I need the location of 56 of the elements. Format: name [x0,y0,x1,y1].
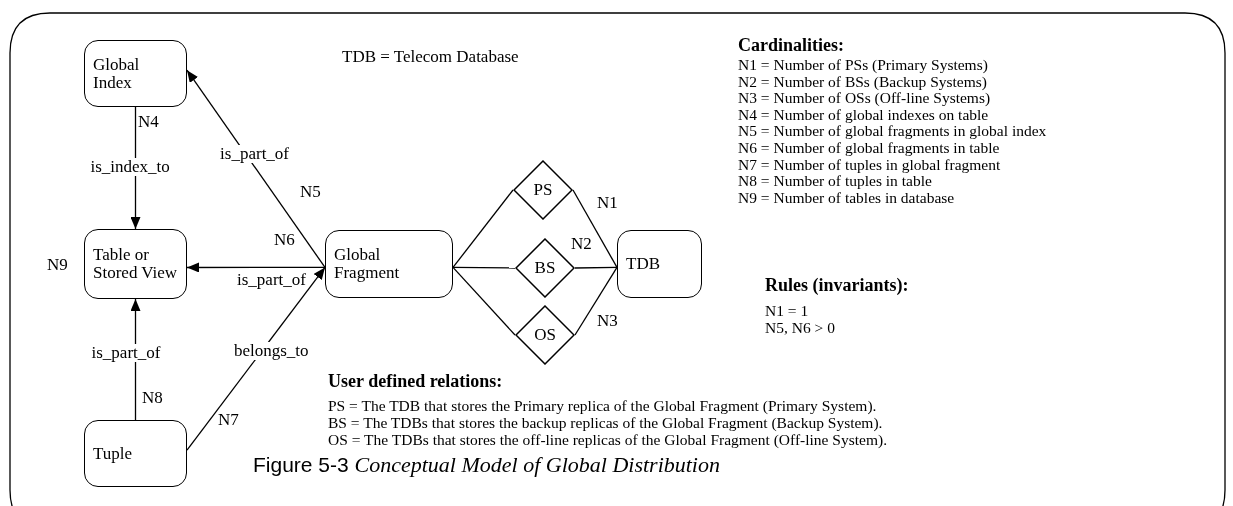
relationship-name: OS [533,326,557,344]
definition-text: N6 = Number of global fragments in table [738,140,1000,157]
definition-text: N7 = Number of tuples in global fragment [738,156,1001,174]
connector-line [452,189,514,269]
cardinality-label: N1 [597,194,618,212]
cardinality-label: N9 [47,256,68,274]
entity-box [84,420,187,487]
cardinality-label: N6 [274,231,295,249]
connector-line [574,266,618,336]
edge-label: is_part_of [90,344,162,363]
definition-text: N3 = Number of OSs (Off-line Systems) [738,90,991,107]
definition-text: N1 = Number of PSs (Primary Systems) [738,57,988,74]
relationship-diamond [513,160,573,220]
connector-line [452,266,516,269]
definition-text: BS = The TDBs that stores the backup replicas of the Global Fragment (Backup System). [328,415,883,432]
entity-name: Global Fragment [334,246,401,282]
definition-text: N2 = Number of BSs (Backup Systems) [738,73,987,91]
entity-name: Table or Stored View [93,246,179,282]
arrow [186,262,326,273]
definition-text: N5 = Number of global fragments in global index [738,123,1047,140]
section-heading: Cardinalities: [738,36,844,54]
definition-text: N9 = Number of tables in database [738,189,955,207]
relationship-name: BS [533,259,557,277]
cardinality-label: N3 [597,312,618,330]
entity-box [325,230,453,298]
arrow [186,69,326,269]
edge-label: belongs_to [232,341,310,360]
entity-box [84,40,187,107]
rule-text: N1 = 1 [765,303,809,320]
connector-line [574,266,618,269]
cardinality-label: N8 [142,389,163,407]
rule-text: N5, N6 > 0 [765,320,835,337]
figure-caption: Figure 5-3 Conceptual Model of Global Distribution [253,453,720,477]
definition-text: N8 = Number of tuples in table [738,173,932,190]
arrow [186,266,326,451]
definition-text: TDB = Telecom Database [342,48,519,66]
edge-label: is_index_to [89,158,171,176]
definition-text: OS = The TDBs that stores the off-line replicas of the Global Fragment (Off-line System). [328,432,888,449]
definition-text: PS = The TDB that stores the Primary replica of the Global Fragment (Primary System). [328,398,877,415]
connector-line [572,189,618,269]
relationship-diamond [515,305,575,365]
section-heading: Rules (invariants): [765,276,909,294]
entity-name: Tuple [93,444,134,463]
connector-line [452,266,516,336]
edge-label: is_part_of [219,144,291,163]
cardinality-label: N5 [300,183,321,201]
entity-name: Global Index [93,55,141,92]
section-heading: User defined relations: [328,372,503,390]
cardinality-label: N2 [571,235,592,253]
cardinality-label: N7 [218,411,239,429]
relationship-name: PS [532,181,554,199]
cardinality-label: N4 [138,113,159,131]
definition-text: N4 = Number of global indexes on table [738,106,989,124]
edge-label: is_part_of [236,271,307,290]
entity-box [617,230,702,298]
entity-name: TDB [626,255,661,273]
